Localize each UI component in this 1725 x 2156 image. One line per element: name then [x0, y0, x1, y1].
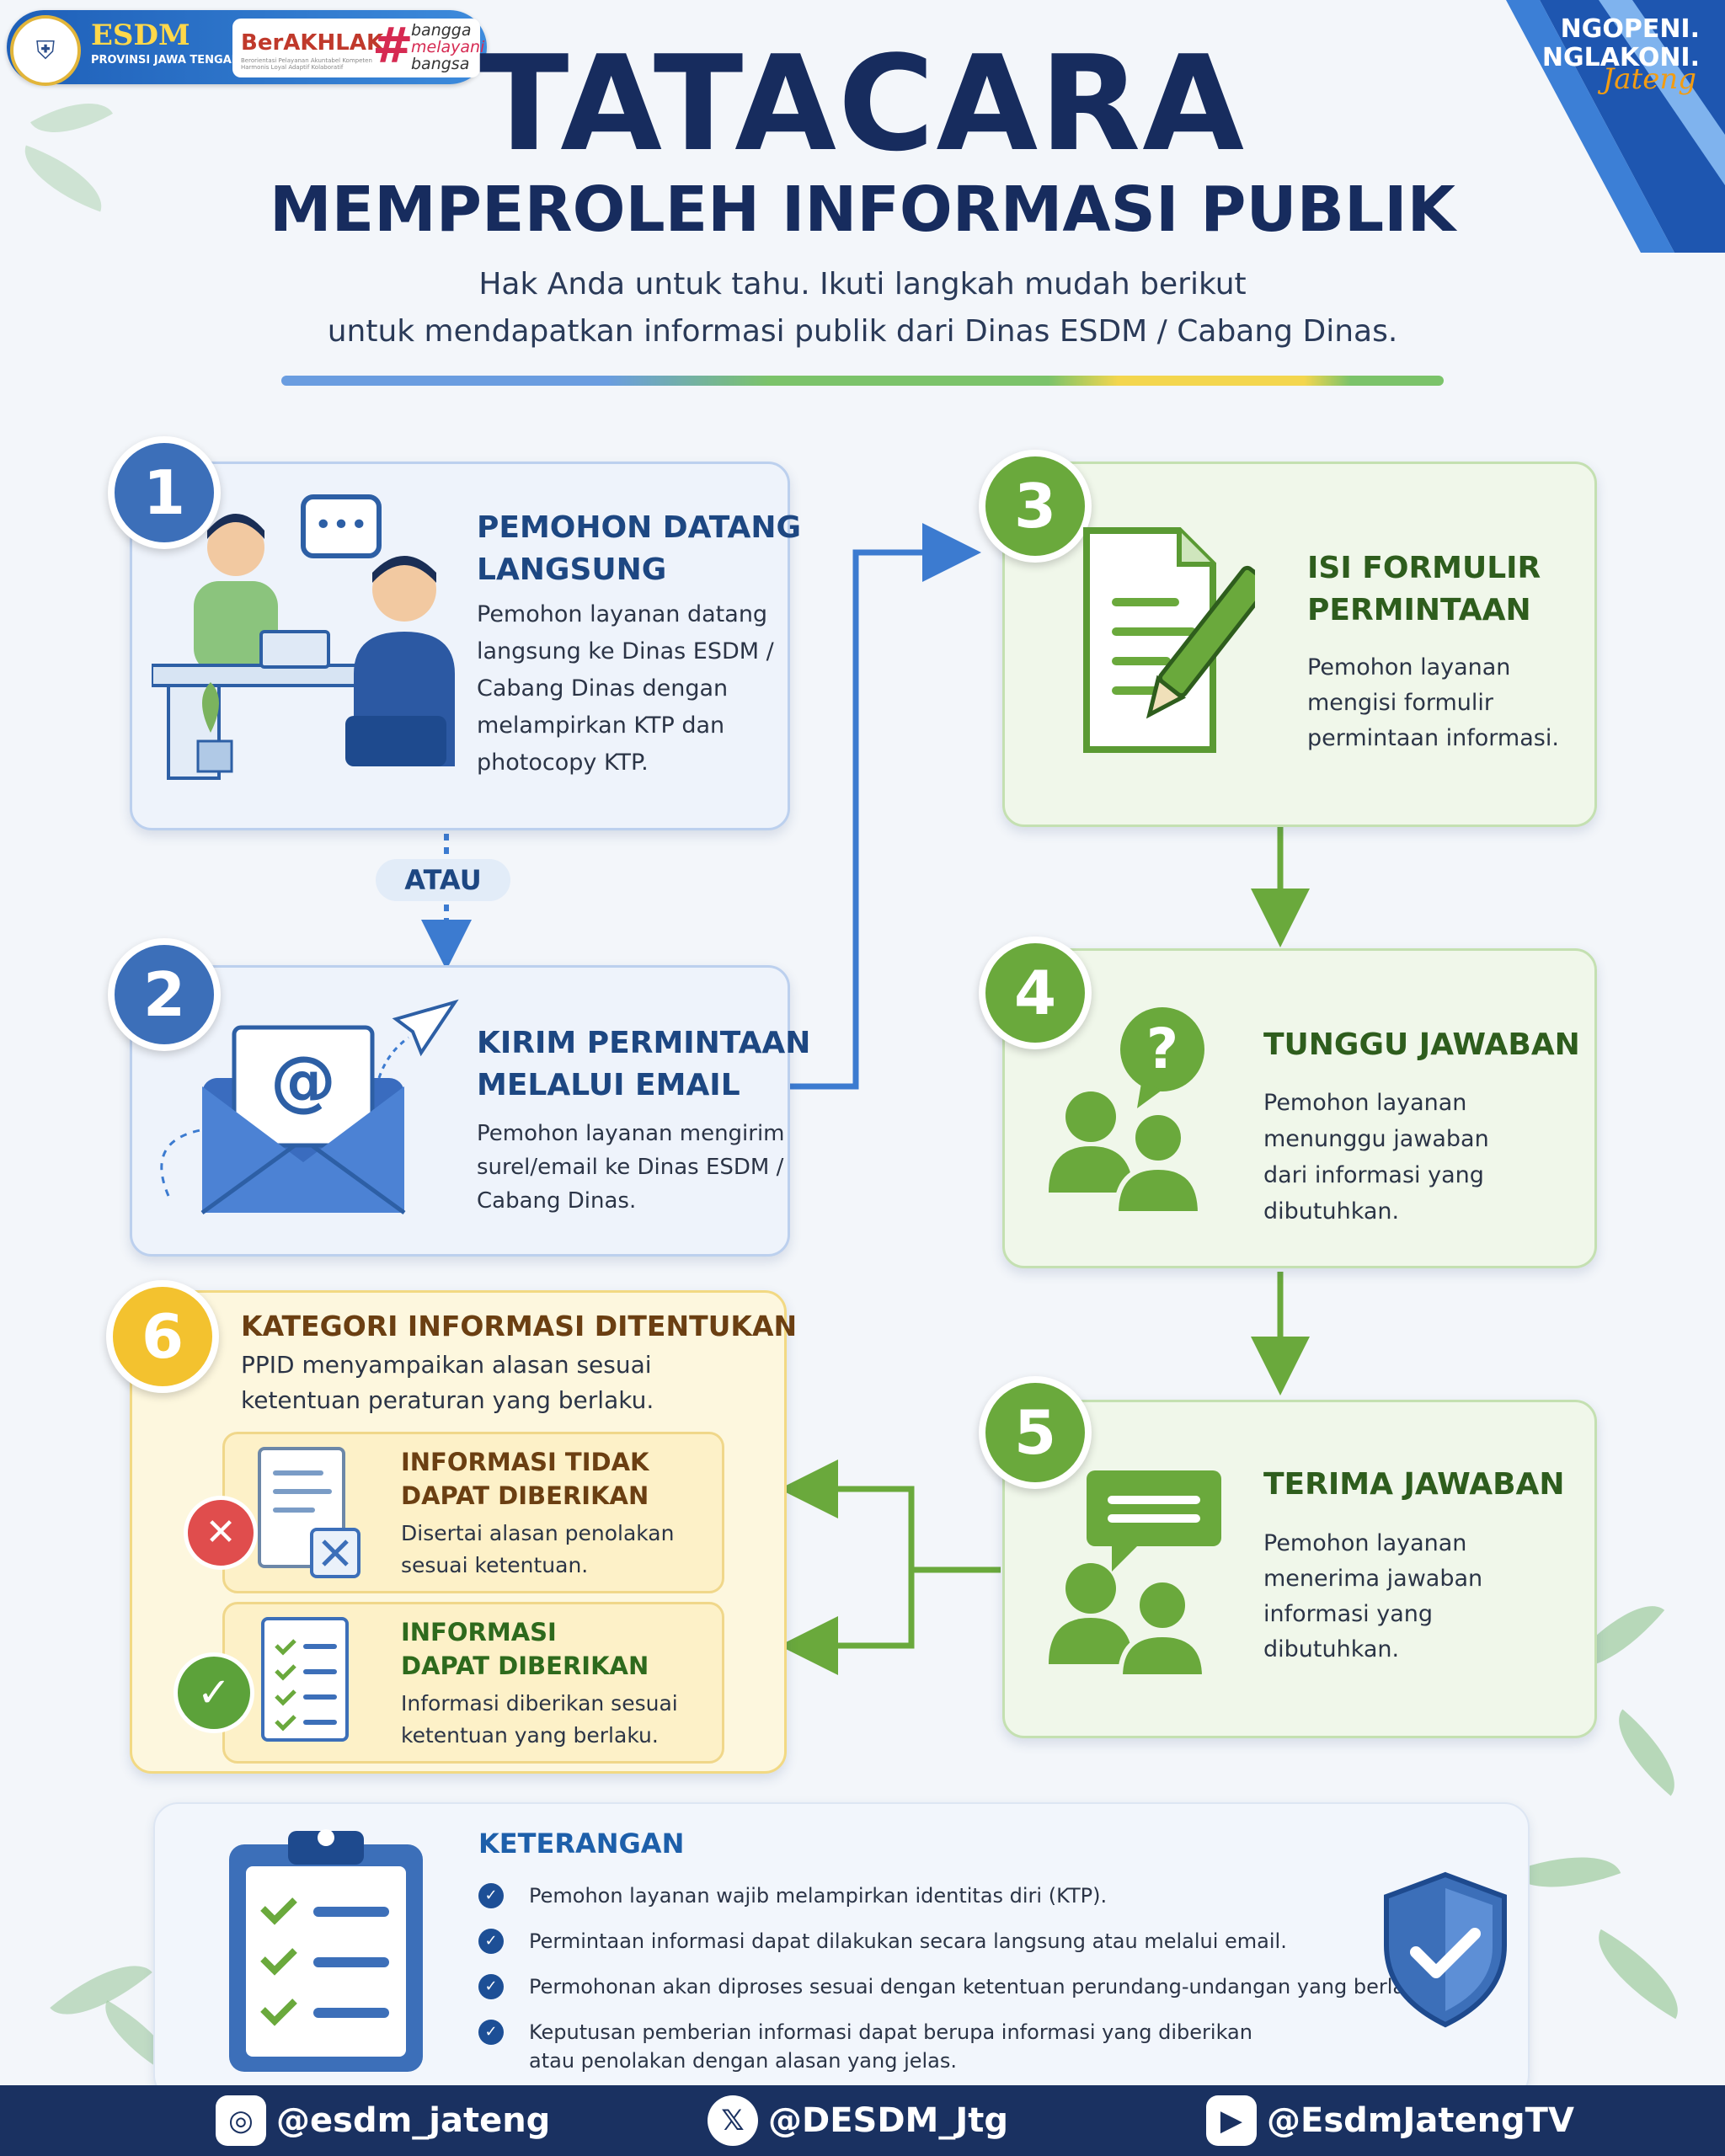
title-divider — [281, 376, 1444, 386]
ngopeni-nglakoni-slogan: NGOPENI. NGLAKONI. — [1541, 14, 1700, 72]
page-title: TATACARA — [478, 27, 1247, 180]
check-icon: ✓ — [478, 1974, 504, 1999]
province-seal-icon: ⛨ — [10, 15, 81, 86]
esdm-logo-text: ESDM — [91, 19, 190, 52]
berakhlak-text: BerAKHLAK — [241, 30, 384, 56]
check-icon: ✓ — [478, 2020, 504, 2045]
svg-text:•••: ••• — [314, 508, 368, 542]
atau-label: ATAU — [376, 859, 510, 901]
instagram-icon: ◎ — [216, 2095, 266, 2146]
hashtag-icon: # — [372, 17, 414, 74]
bangga-melayani-bangsa: bangga melayani bangsa — [411, 21, 485, 73]
people-message-icon — [1049, 1470, 1221, 1679]
email-envelope-icon: @ — [160, 999, 459, 1215]
step-5-number: 5 — [979, 1376, 1092, 1489]
berakhlak-subtitle: Berorientasi Pelayanan Akuntabel Kompete… — [241, 57, 372, 71]
service-desk-icon: ••• — [152, 494, 455, 780]
step-4-title: TUNGGU JAWABAN — [1263, 1027, 1580, 1062]
twitter-link[interactable]: 𝕏 @DESDM_Jtg — [708, 2085, 1008, 2156]
keterangan-heading: KETERANGAN — [478, 1828, 685, 1860]
x-icon: 𝕏 — [708, 2095, 758, 2146]
step-4-number: 4 — [979, 937, 1092, 1049]
corner-stripes-decoration — [1506, 0, 1725, 253]
page-subtitle: MEMPEROLEH INFORMASI PUBLIK — [269, 173, 1456, 246]
footer-bar — [0, 2085, 1725, 2156]
document-x-icon — [258, 1447, 360, 1578]
jateng-wordmark: Jateng — [1602, 62, 1696, 96]
step-3-number: 3 — [979, 450, 1092, 563]
svg-text:?: ? — [1146, 1017, 1178, 1081]
check-icon: ✓ — [478, 1929, 504, 1954]
instagram-link[interactable]: ◎ @esdm_jateng — [216, 2085, 550, 2156]
step-3-card — [1002, 462, 1597, 827]
shield-check-icon — [1384, 1871, 1507, 2028]
page-description: Hak Anda untuk tahu. Ikuti langkah mudah… — [327, 267, 1398, 349]
step-5-title: TERIMA JAWABAN — [1263, 1467, 1565, 1502]
step-2-number: 2 — [108, 938, 221, 1051]
instagram-handle: @esdm_jateng — [276, 2101, 551, 2140]
step-6-title: KATEGORI INFORMASI DITENTUKAN — [241, 1310, 798, 1342]
step-1-number: 1 — [108, 436, 221, 549]
granted-check-icon: ✓ — [174, 1652, 254, 1733]
denied-x-icon: ✕ — [184, 1496, 258, 1570]
people-question-icon: ? — [1049, 1007, 1204, 1216]
step-6-number: 6 — [106, 1280, 219, 1393]
province-label: PROVINSI JAWA TENGAH — [91, 54, 241, 67]
youtube-link[interactable]: ▶ @EsdmJatengTV — [1206, 2085, 1574, 2156]
check-icon: ✓ — [478, 1883, 504, 1908]
checklist-document-icon — [261, 1617, 349, 1742]
berakhlak-logo — [232, 19, 480, 77]
youtube-icon: ▶ — [1206, 2095, 1257, 2146]
form-pencil-icon — [1083, 527, 1255, 753]
clipboard-checklist-icon — [229, 1829, 423, 2072]
svg-text:@: @ — [270, 1043, 336, 1119]
youtube-handle: @EsdmJatengTV — [1267, 2101, 1574, 2140]
twitter-handle: @DESDM_Jtg — [768, 2101, 1008, 2140]
